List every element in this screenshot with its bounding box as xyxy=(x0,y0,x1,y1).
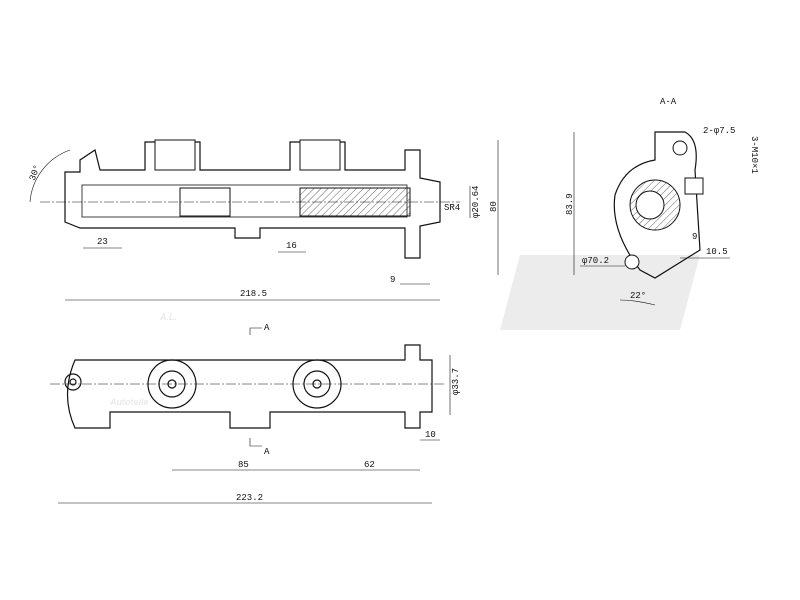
dim-62: 62 xyxy=(364,460,375,470)
reservoir-port-2 xyxy=(299,139,341,171)
dim-23: 23 xyxy=(97,237,108,247)
dim-bore: φ20.64 xyxy=(471,186,481,218)
dim-pcd: φ70.2 xyxy=(582,256,609,266)
dim-length: 218.5 xyxy=(240,289,267,299)
dim-thread: 3-M10×1 xyxy=(749,136,759,174)
watermark-text: Autoteile xyxy=(109,397,149,407)
top-view: A A φ33.7 10 85 62 223.2 xyxy=(50,323,461,504)
dim-sr4: SR4 xyxy=(444,203,460,213)
dim-length-top: 223.2 xyxy=(236,493,263,503)
dim-holes: 2-φ7.5 xyxy=(703,126,735,136)
watermark-shape xyxy=(500,255,700,330)
top-outline xyxy=(66,344,433,429)
dim-9: 9 xyxy=(390,275,395,285)
dim-10-5: 10.5 xyxy=(706,247,728,257)
dim-angle: 30° xyxy=(28,164,43,183)
dim-angle-aa: 22° xyxy=(630,291,646,301)
section-mark-top: A xyxy=(264,323,270,333)
section-mark-bottom: A xyxy=(264,447,270,457)
dim-height: 80 xyxy=(489,201,499,212)
dim-16: 16 xyxy=(286,241,297,251)
dim-dia: φ33.7 xyxy=(451,368,461,395)
reservoir-port-1 xyxy=(154,139,196,171)
aa-view: A-A 2-φ7.5 3-M10×1 83.9 9 10.5 φ70.2 22° xyxy=(565,97,759,306)
aa-title: A-A xyxy=(660,97,677,107)
watermark: A.L. Autoteile xyxy=(109,255,700,407)
body-outline xyxy=(64,141,441,259)
dim-10: 10 xyxy=(425,430,436,440)
dim-85: 85 xyxy=(238,460,249,470)
dim-9-aa: 9 xyxy=(692,232,697,242)
watermark-logo: A.L. xyxy=(159,312,177,322)
section-view: 30° 23 16 SR4 φ20.64 80 9 218.5 xyxy=(28,139,499,301)
flange-outline xyxy=(613,131,701,279)
dim-height-aa: 83.9 xyxy=(565,193,575,215)
